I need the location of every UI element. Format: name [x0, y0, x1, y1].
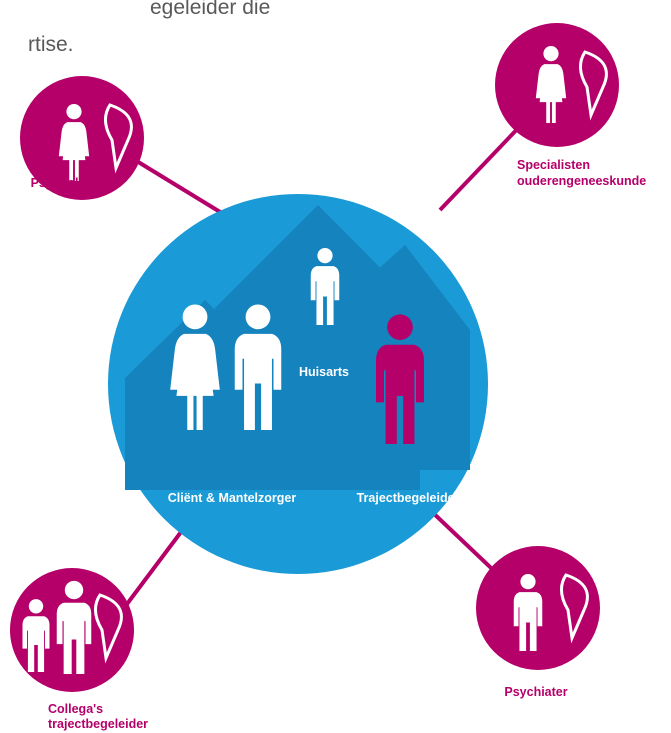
psycholoog-label: Psycholoog	[31, 176, 102, 190]
satellite-psychiater: Psychiater	[476, 546, 600, 699]
collegas-label-line2: trajectbegeleider	[48, 717, 148, 731]
psychiater-label: Psychiater	[504, 685, 567, 699]
speech-bubble-icon	[94, 593, 123, 664]
satellite-collegas: Collega's trajectbegeleider	[10, 568, 148, 731]
satellite-specialisten: Specialisten ouderengeneeskunde	[495, 23, 646, 188]
specialisten-label-line1: Specialisten	[517, 158, 590, 172]
client-label: Cliënt & Mantelzorger	[168, 491, 297, 505]
intro-line-2: rtise.	[28, 33, 74, 56]
central-hub: Huisarts Cliënt & Mantelzorger Trajectbe…	[108, 194, 488, 574]
trajectbegeleider-label: Trajectbegeleider	[357, 491, 460, 505]
specialisten-label-line2: ouderengeneeskunde	[517, 174, 646, 188]
speech-bubble-icon	[560, 573, 589, 644]
huisarts-label: Huisarts	[299, 365, 349, 379]
speech-bubble-icon	[104, 103, 133, 174]
satellite-psycholoog: Psycholoog	[20, 76, 144, 200]
intro-line-1: egeleider die	[150, 0, 271, 19]
collegas-label-line1: Collega's	[48, 702, 103, 716]
line-psycholoog	[133, 158, 227, 217]
speech-bubble-icon	[579, 50, 608, 121]
